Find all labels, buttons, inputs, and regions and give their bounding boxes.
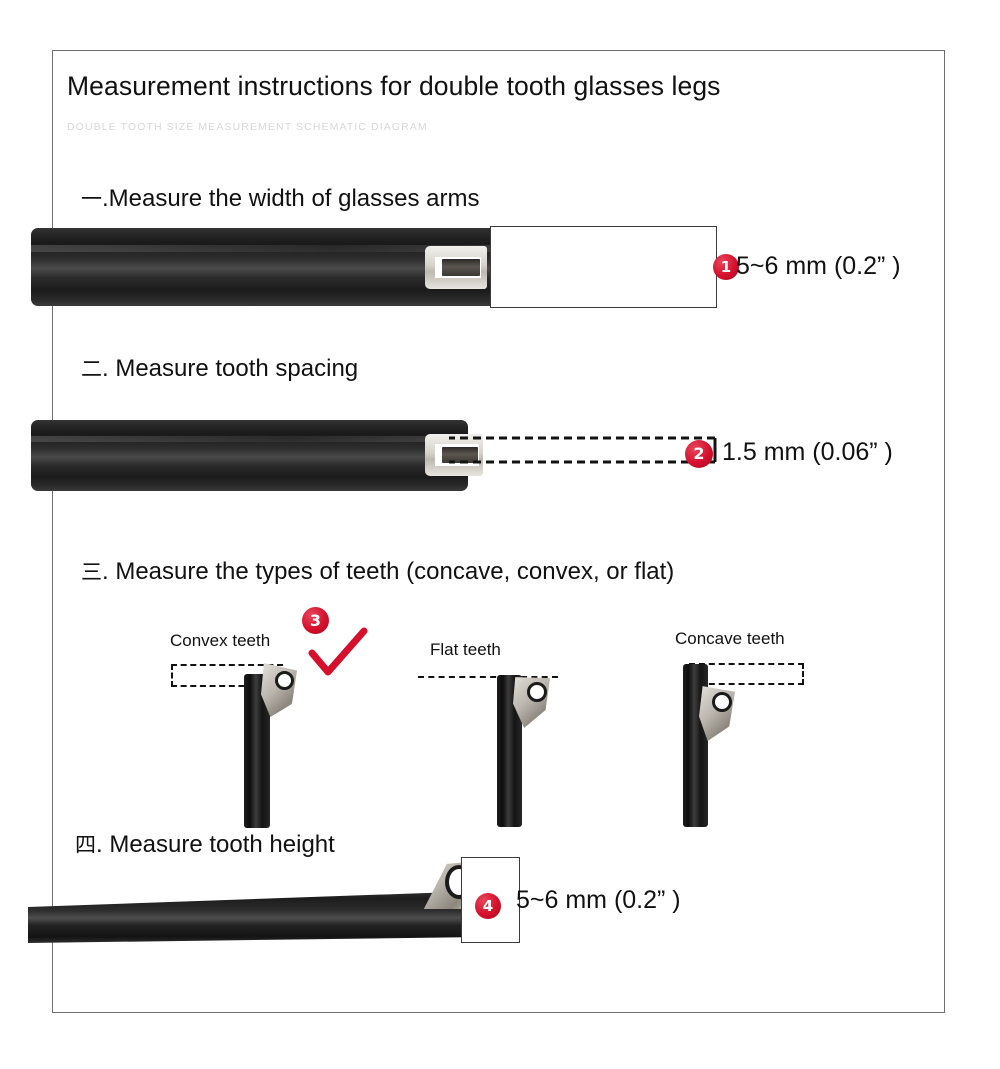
section-number-4: 四 <box>75 833 96 857</box>
hinge-slot <box>442 259 480 276</box>
section-heading-label-1: Measure the width of glasses arms <box>108 185 480 212</box>
section-heading-label-3: Measure the types of teeth (concave, con… <box>115 558 675 585</box>
measurement-text-4: 5~6 mm (0.2” ) <box>516 886 681 914</box>
convex-tooth-hole <box>275 671 294 690</box>
glasses-arm-4 <box>28 891 483 943</box>
section-heading-4: 四. Measure tooth height <box>75 829 335 859</box>
page-title: Measurement instructions for double toot… <box>67 71 721 101</box>
tooth-type-label-concave: Concave teeth <box>675 629 785 648</box>
tooth-type-label-flat: Flat teeth <box>430 640 501 659</box>
diagram-frame: Measurement instructions for double toot… <box>28 50 945 1013</box>
badge-2: 2 <box>685 440 713 468</box>
concave-dashed-outline <box>689 663 804 685</box>
section-heading-3: 三. Measure the types of teeth (concave, … <box>81 556 674 586</box>
section-number-3: 三 <box>81 560 102 584</box>
convex-dashed-outline <box>171 664 283 687</box>
section-number-2: 二 <box>81 357 102 381</box>
section-number-1: 一 <box>81 187 102 211</box>
section-separator-4: . <box>96 831 103 858</box>
section-heading-1: 一.Measure the width of glasses arms <box>81 183 480 213</box>
section-heading-label-4: Measure tooth height <box>109 831 335 858</box>
section-separator-3: . <box>102 558 109 585</box>
glasses-arm-2 <box>31 420 468 491</box>
convex-selected-check-icon <box>308 627 368 676</box>
hinge-slot <box>442 447 478 463</box>
section-heading-2: 二. Measure tooth spacing <box>81 353 358 383</box>
section-separator-1: . <box>102 185 109 212</box>
page-subtitle: DOUBLE TOOTH SIZE MEASUREMENT SCHEMATIC … <box>67 121 428 133</box>
tooth-spacing-bracket <box>449 436 717 464</box>
tooth-type-label-convex: Convex teeth <box>170 631 271 650</box>
section-separator-2: . <box>102 355 109 382</box>
badge-3: 3 <box>302 607 329 634</box>
concave-tooth-hole <box>712 692 732 712</box>
section-heading-label-2: Measure tooth spacing <box>115 355 359 382</box>
double-tooth-hinge-1 <box>425 246 487 289</box>
measurement-text-2: 1.5 mm (0.06” ) <box>722 438 893 466</box>
measurement-box-1 <box>490 226 717 308</box>
flat-dashed-line <box>418 676 558 678</box>
badge-4: 4 <box>475 893 501 919</box>
measurement-text-1: 5~6 mm (0.2” ) <box>736 252 901 280</box>
badge-1: 1 <box>713 254 739 280</box>
flat-tooth-hole <box>527 682 547 702</box>
arm-sheen <box>31 435 468 442</box>
